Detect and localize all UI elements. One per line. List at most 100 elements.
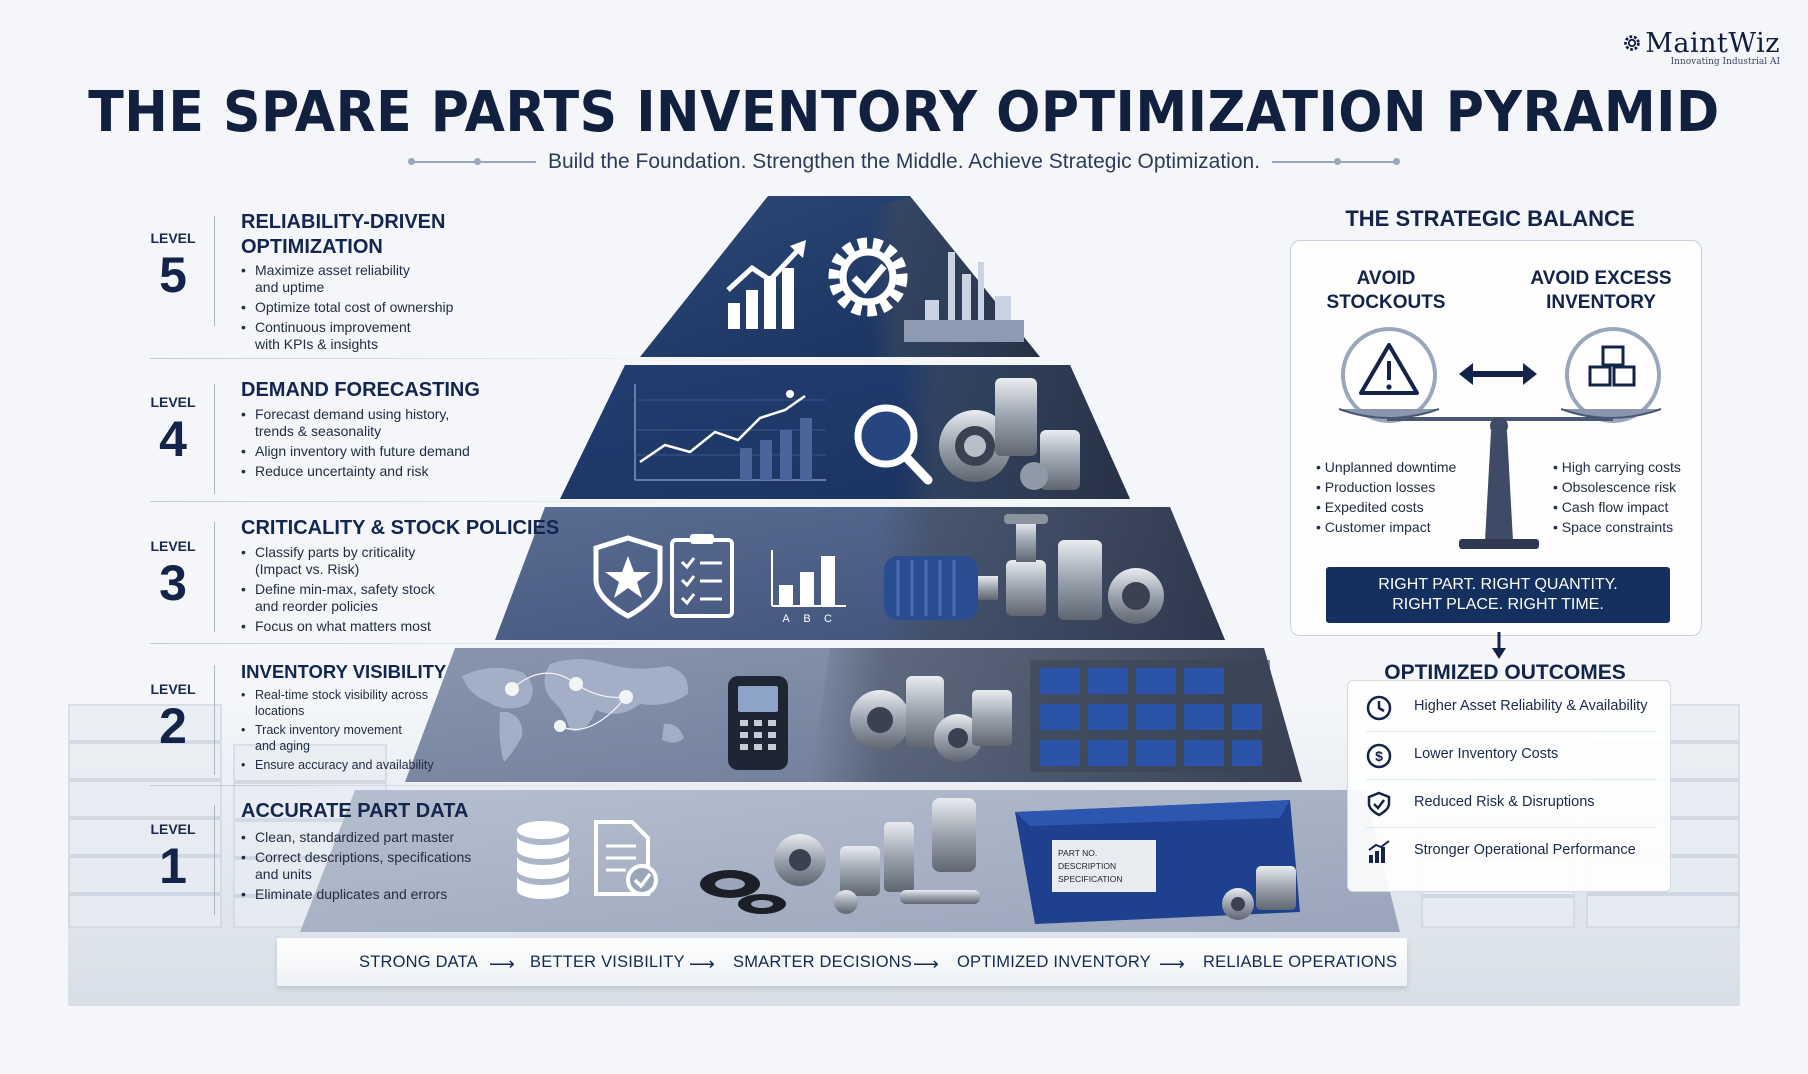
level-point: Correct descriptions, specifications and… (241, 849, 471, 883)
heading-line: INVENTORY (1546, 292, 1656, 313)
level-4-block: LEVEL 4 DEMAND FORECASTING Forecast dema… (128, 378, 578, 498)
level-point-text: Real-time stock visibility across locati… (255, 688, 428, 718)
machine-parts-pile-icon (850, 676, 1012, 762)
level-separator-line (150, 358, 720, 359)
flow-step: STRONG DATA (359, 953, 478, 971)
subtitle-row: Build the Foundation. Strengthen the Mid… (0, 150, 1808, 174)
flow-step: SMARTER DECISIONS (733, 953, 913, 971)
warehouse-bins-icon (1030, 660, 1270, 772)
level-point-text: Reduce uncertainty and risk (255, 463, 429, 479)
level-point-text: Track inventory movement and aging (255, 723, 402, 753)
shield-star-icon (593, 535, 663, 619)
arrow-right-icon: ⟶ (1159, 954, 1185, 974)
flow-step: BETTER VISIBILITY (530, 953, 685, 971)
stockout-risk: Customer impact (1316, 517, 1456, 537)
level-point: Focus on what matters most (241, 618, 435, 635)
balance-scale-graphic (1338, 327, 1662, 549)
warehouse-shelf (68, 704, 222, 928)
excess-risks-list: High carrying costs Obsolescence risk Ca… (1553, 457, 1681, 537)
level-point-text: Define min-max, safety stock and reorder… (255, 581, 435, 614)
bearing-parts-icon (939, 378, 1080, 490)
level-point: Clean, standardized part master (241, 829, 471, 846)
level-word: LEVEL (150, 821, 196, 837)
parts-bin-icon: PART NO. DESCRIPTION SPECIFICATION (1015, 800, 1300, 924)
flow-step: OPTIMIZED INVENTORY (957, 953, 1151, 971)
level-point: Continuous improvement with KPIs & insig… (241, 319, 453, 353)
outcome-item: Higher Asset Reliability & Availability (1348, 683, 1670, 730)
subtitle-rule-right (1272, 158, 1401, 166)
level-points: Clean, standardized part master Correct … (241, 829, 471, 906)
stockout-risks-list: Unplanned downtime Production losses Exp… (1316, 457, 1457, 537)
warning-icon (1341, 327, 1437, 423)
level-point: Real-time stock visibility across locati… (241, 687, 434, 719)
heading-line: AVOID EXCESS (1530, 268, 1672, 289)
level-point-text: Forecast demand using history, trends & … (255, 406, 450, 439)
outcome-label: Lower Inventory Costs (1414, 746, 1559, 762)
level-title: INVENTORY VISIBILITY (241, 661, 447, 682)
bin-label-description: DESCRIPTION (1058, 861, 1116, 871)
level-separator-line (150, 501, 720, 502)
avoid-excess-heading: AVOID EXCESS INVENTORY (1516, 267, 1686, 315)
balance-title: THE STRATEGIC BALANCE (1345, 206, 1635, 231)
world-map-icon (462, 659, 689, 762)
bin-label-specification: SPECIFICATION (1058, 874, 1123, 884)
level-point: Reduce uncertainty and risk (241, 463, 470, 480)
magnifier-icon (854, 404, 933, 485)
level-word: LEVEL (150, 230, 196, 246)
level-word: LEVEL (150, 538, 196, 554)
outcome-label: Reduced Risk & Disruptions (1414, 794, 1595, 810)
down-arrow-icon (1492, 632, 1506, 659)
level-point: Track inventory movement and aging (241, 722, 434, 754)
right-part-banner: RIGHT PART. RIGHT QUANTITY. RIGHT PLACE.… (1326, 567, 1670, 623)
refinery-icon (904, 252, 1024, 342)
level-3-block: LEVEL 3 CRITICALITY & STOCK POLICIES Cla… (128, 516, 578, 636)
level-point: Forecast demand using history, trends & … (241, 406, 470, 440)
brand-logo: MaintWiz Innovating Industrial AI (1621, 28, 1780, 67)
level-number: 2 (159, 698, 187, 754)
subtitle-rule-left (407, 158, 536, 166)
excess-risk: Space constraints (1553, 517, 1681, 537)
level-title: ACCURATE PART DATA (241, 800, 469, 822)
valve-parts-icon (1004, 514, 1164, 624)
excess-risk: Cash flow impact (1553, 497, 1681, 517)
level-point-text: Maximize asset reliability and uptime (255, 262, 410, 295)
level-point: Eliminate duplicates and errors (241, 886, 471, 903)
level-title: DEMAND FORECASTING (241, 379, 480, 401)
level-title: CRITICALITY & STOCK POLICIES (241, 517, 560, 539)
document-check-icon (594, 820, 658, 896)
level-number: 5 (159, 247, 187, 303)
gear-icon (1624, 35, 1641, 51)
level-number: 3 (159, 555, 187, 611)
stockout-risk: Unplanned downtime (1316, 457, 1457, 477)
outcomes-title: OPTIMIZED OUTCOMES (1384, 661, 1626, 684)
level-separator-line (150, 785, 720, 786)
pump-motor-icon (884, 556, 998, 620)
abc-label-c: C (824, 613, 832, 625)
dollar-icon: $ (1366, 743, 1392, 769)
level-point: Optimize total cost of ownership (241, 299, 453, 316)
double-arrow-icon (1459, 363, 1537, 385)
arrow-right-icon: ⟶ (689, 954, 715, 974)
outcome-label: Higher Asset Reliability & Availability (1414, 698, 1648, 714)
database-icon (517, 821, 569, 899)
level-point-text: Clean, standardized part master (255, 829, 455, 845)
level-point-text: Continuous improvement with KPIs & insig… (255, 319, 411, 352)
abc-chart-icon: A B C (771, 550, 846, 625)
level-point: Classify parts by criticality (Impact vs… (241, 544, 435, 578)
brand-tagline: Innovating Industrial AI (1670, 57, 1780, 67)
abc-label-b: B (803, 613, 810, 625)
outcome-item: Stronger Operational Performance (1348, 827, 1670, 874)
outcome-item: Reduced Risk & Disruptions (1348, 779, 1670, 826)
level-point-text: Classify parts by criticality (Impact vs… (255, 544, 416, 577)
banner-line: RIGHT PLACE. RIGHT TIME. (1392, 596, 1604, 613)
level-divider (214, 805, 215, 915)
outcomes-panel: Higher Asset Reliability & Availability … (1347, 680, 1671, 892)
bin-label-part: PART NO. (1058, 848, 1097, 858)
abc-label-a: A (782, 613, 790, 625)
page-subtitle: Build the Foundation. Strengthen the Mid… (547, 150, 1261, 173)
gear-check-icon (828, 237, 908, 317)
level-separator-line (150, 643, 720, 644)
clock-icon (1366, 695, 1392, 721)
